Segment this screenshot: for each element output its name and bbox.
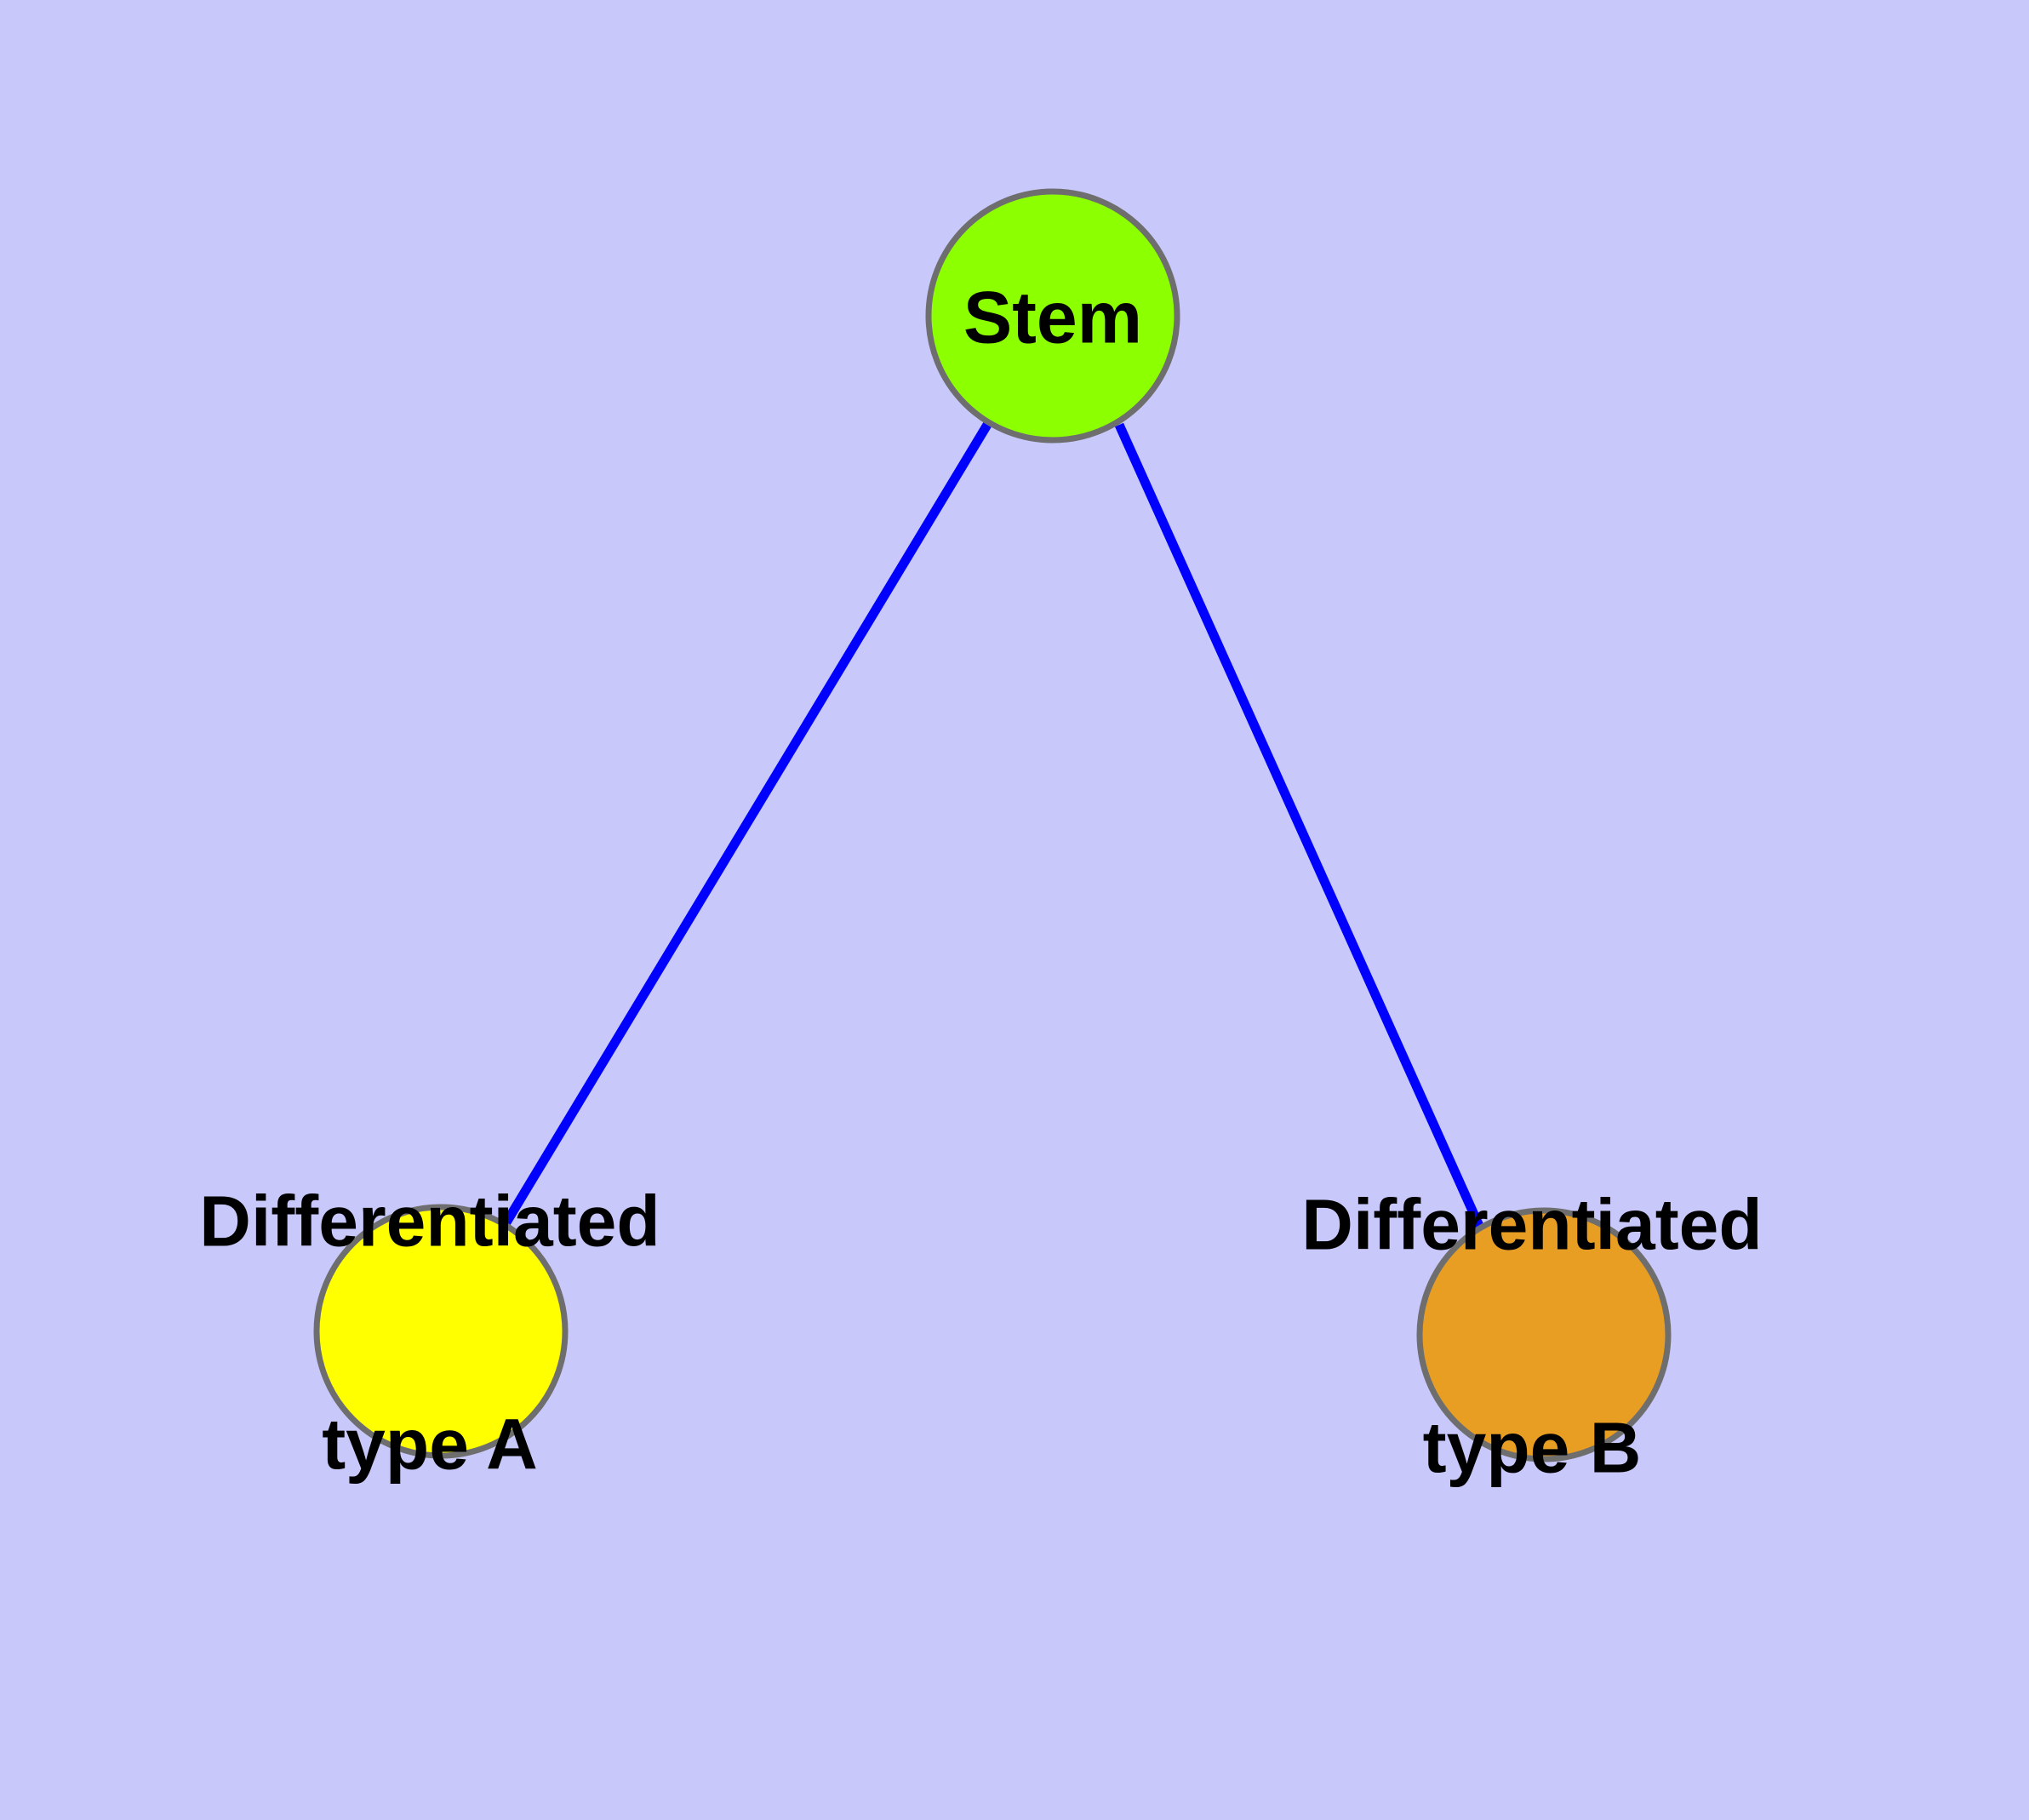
node-circle-diff-a[interactable] <box>313 1204 569 1459</box>
edge-stem-to-diff-b[interactable] <box>1114 422 1484 1228</box>
edge-stem-to-diff-a[interactable] <box>502 422 992 1225</box>
edge-layer <box>502 422 1484 1228</box>
node-circle-diff-b[interactable] <box>1416 1207 1672 1462</box>
node-layer <box>313 188 1672 1462</box>
node-circle-stem[interactable] <box>925 188 1180 444</box>
